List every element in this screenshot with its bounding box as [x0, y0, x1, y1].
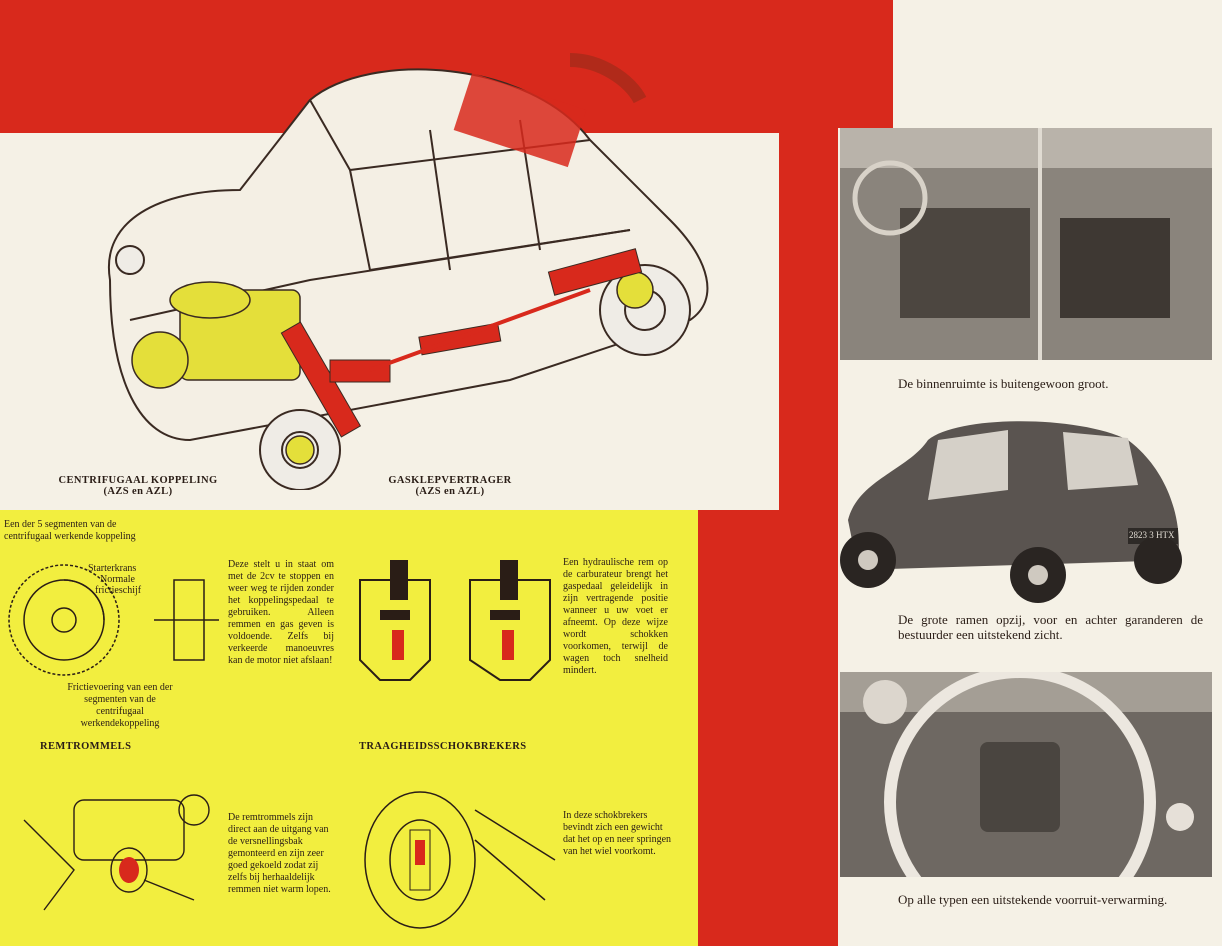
clutch-note: Een der 5 segmenten van de centrifugaal … — [4, 519, 136, 542]
throttle-desc: Een hydraulische rem op de carburateur b… — [563, 557, 668, 676]
top-right-paper — [893, 0, 1222, 128]
label-gasklep-title: GASKLEPVERTRAGER — [388, 475, 512, 486]
label-centrifugaal: CENTRIFUGAAL KOPPELING (AZS en AZL) — [28, 475, 248, 497]
remtrommels-title: REMTROMMELS — [40, 741, 132, 752]
clutch-diagram — [8, 564, 219, 676]
rear-car-photo: 2823 3 HTX — [838, 410, 1198, 605]
label-gasklep: GASKLEPVERTRAGER (AZS en AZL) — [350, 475, 550, 497]
label-starterkrans: Starterkrans — [88, 563, 137, 574]
caption-heating: Op alle typen een uitstekende voorruit-v… — [898, 892, 1168, 907]
remtrommels-desc: De remtrommels zijn direct aan de uitgan… — [228, 812, 331, 895]
label-centrifugaal-sub: (AZS en AZL) — [103, 486, 173, 497]
carburettor-diagram — [359, 560, 551, 681]
caption-windows: De grote ramen opzij, voor en achter gar… — [898, 612, 1203, 642]
caption-interior: De binnenruimte is buitengewoon groot. — [898, 376, 1109, 391]
label-centrifugaal-title: CENTRIFUGAAL KOPPELING — [58, 475, 218, 486]
car-cutaway-illustration — [107, 53, 709, 490]
license-plate: 2823 3 HTX — [1129, 530, 1175, 540]
brake-drum-diagram — [23, 794, 210, 911]
shock-desc: In deze schokbrekers bevindt zich een ge… — [563, 810, 672, 857]
clutch-desc: Deze stelt u in staat om met de 2cv te s… — [228, 559, 334, 666]
interior-photo — [840, 128, 1212, 360]
shock-title: TRAAGHEIDSSCHOKBREKERS — [359, 741, 527, 752]
dashboard-photo — [840, 672, 1212, 877]
label-frictieschijf: frictieschijf — [95, 585, 142, 596]
label-gasklep-sub: (AZS en AZL) — [415, 486, 485, 497]
technical-panel — [0, 510, 698, 946]
label-normale: Normale — [100, 574, 135, 585]
frictie-text: Frictievoering van een der segmenten van… — [67, 682, 173, 729]
shock-absorber-diagram — [364, 791, 556, 929]
